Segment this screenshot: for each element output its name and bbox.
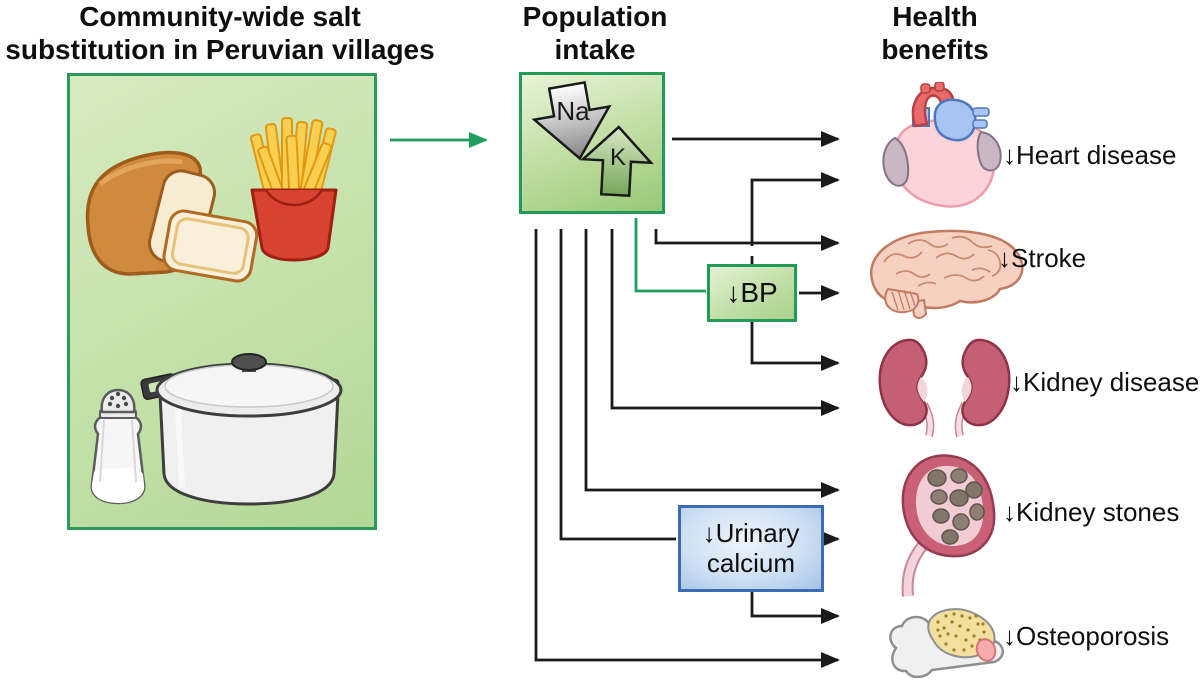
food-illustrations [85, 117, 343, 506]
benefit-label-stroke: ↓Stroke [998, 243, 1087, 273]
arrow-bp-to-heart [750, 172, 840, 246]
arrow-nak-to-kidneys [610, 229, 840, 416]
benefit-label-osteoporosis: ↓Osteoporosis [1003, 621, 1170, 651]
cooking-pot-icon [140, 353, 343, 506]
heart-icon [882, 81, 1002, 208]
arrow-urinary-to-bone [750, 592, 840, 624]
left-kidney [878, 338, 935, 437]
bp-box: ↓BP [707, 264, 797, 322]
salt-substitution-box [67, 73, 377, 530]
bone-illustration [880, 588, 1020, 683]
right-kidney [954, 338, 1011, 437]
potassium-label: K [610, 144, 626, 171]
sodium-label: Na [556, 96, 590, 126]
sodium-down-arrow [531, 80, 612, 161]
line-k-to-bp [634, 218, 706, 293]
arrow-nak-to-bone [534, 229, 840, 668]
bone-icon [889, 608, 1004, 679]
urinary-calcium-box: ↓Urinary calcium [678, 505, 824, 592]
intake-title-line2: intake [554, 34, 636, 65]
kidneys-illustration [872, 330, 1017, 443]
urinary-calcium-label-line2: calcium [706, 548, 796, 578]
french-fries-icon [250, 117, 338, 262]
green-arrows [390, 132, 706, 293]
kidneys-icon [878, 338, 1011, 437]
benefit-label-kidney-stones: ↓Kidney stones [1003, 497, 1180, 527]
intake-title-line1: Population [522, 1, 668, 32]
bread-icon [85, 150, 259, 283]
benefits-column-title: Health benefits [820, 0, 1050, 66]
brain-illustration [848, 222, 1038, 324]
benefits-title-line1: Health [892, 1, 978, 32]
black-arrows [534, 131, 840, 668]
benefit-label-heart-disease: ↓Heart disease [1003, 140, 1177, 170]
source-column-title: Community-wide salt substitution in Peru… [0, 0, 505, 66]
arrow-nak-to-kidney-stones [584, 229, 840, 498]
urinary-calcium-label-line1: ↓Urinary [702, 518, 800, 548]
benefit-label-kidney-disease: ↓Kidney disease [1010, 367, 1200, 397]
kidney-stones-illustration [893, 450, 1005, 602]
bp-label: ↓BP [726, 277, 778, 308]
na-k-arrows: Na K [531, 80, 654, 197]
kidney-stones-icon [901, 454, 996, 597]
population-intake-box: Na K [519, 72, 665, 214]
benefits-title-line2: benefits [881, 34, 989, 65]
source-title-line2: substitution in Peruvian villages [5, 34, 435, 65]
bone-speckles [936, 612, 986, 652]
arrow-nak-to-brain [654, 229, 840, 251]
source-title-line1: Community-wide salt [79, 1, 361, 32]
salt-shaker-icon [90, 388, 146, 505]
intake-column-title: Population intake [480, 0, 710, 66]
potassium-up-arrow [579, 125, 654, 197]
line-nak-to-urinary-calcium [559, 229, 676, 541]
heart-illustration [875, 81, 1015, 219]
arrow-bp-to-kidneys [750, 322, 840, 371]
brain-icon [869, 229, 1024, 319]
